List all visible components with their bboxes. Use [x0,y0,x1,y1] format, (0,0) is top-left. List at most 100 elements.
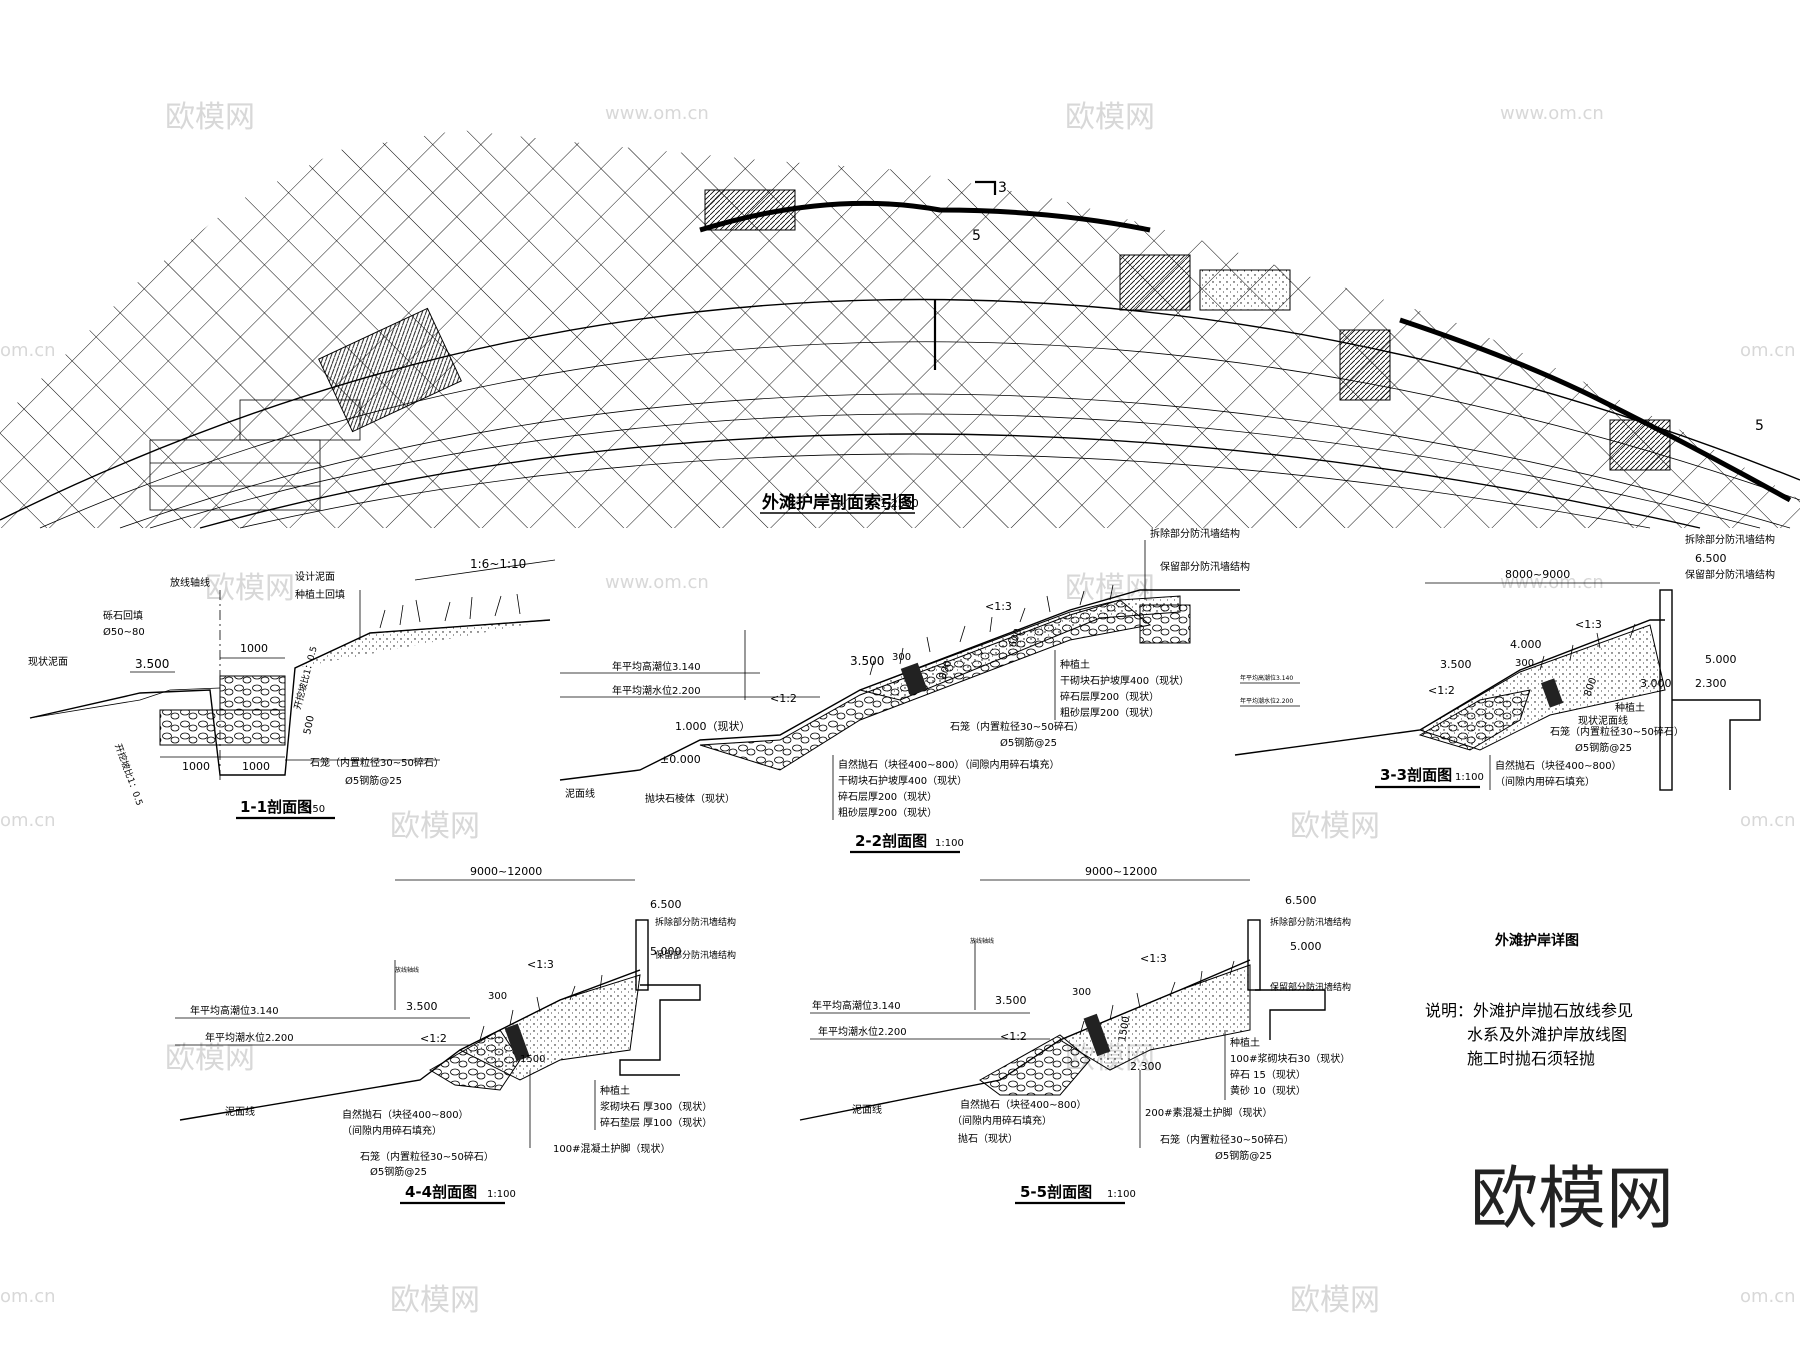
s1-dim-b1: 1000 [182,760,210,773]
svg-text:5: 5 [972,228,981,244]
watermark-layer: 欧模网 www.om.cn 欧模网 www.om.cn om.cn om.cn … [0,100,1796,1318]
watermark-brand: 欧模网 [390,1283,480,1318]
s4-wall [635,919,649,991]
plan-plaza [1199,269,1291,311]
s2-elev-10: 1.000（现状） [675,719,751,733]
s5-mw: 年平均潮水位2.200 [818,1025,907,1038]
s5-slope13: <1:3 [1140,952,1167,965]
s1-label-axis: 放线轴线 [170,576,210,589]
watermark-brand: 欧模网 [1290,809,1380,844]
s1-elev: 3.500 [135,657,169,671]
s5-scale: 1:100 [1107,1189,1136,1200]
s5-grass [1079,960,1235,1036]
s3-wire-label: Ø5钢筋@25 [1575,741,1632,754]
s4-gabion [504,1023,530,1062]
s3-wall [1659,589,1673,791]
s5-elev35: 3.500 [995,994,1027,1007]
s4-mortar: 浆砌块石 厚300（现状） [600,1100,712,1113]
s2-retain-wall [1139,604,1191,644]
s5-width: 9000~12000 [1085,865,1157,878]
s3-grass [1539,623,1636,671]
notes-line-3: 施工时抛石须轻抛 [1467,1049,1595,1068]
s5-wall [1247,919,1261,991]
s1-label-design-mud: 设计泥面 [295,570,335,583]
s1-existing-mud [29,687,221,719]
watermark-brand: 欧模网 [1290,1283,1380,1318]
plan-road-edge [199,433,1701,529]
watermark-url: om.cn [0,810,56,831]
s5-elev23: 2.300 [1130,1060,1162,1073]
plan-road-line [119,393,1791,529]
s2-grass [869,584,1114,676]
section-1-1: 放线轴线 设计泥面 种植土回填 砾石回填 Ø50~80 现状泥面 3.500 1… [28,557,556,820]
s4-riprap-label: 自然抛石（块径400~800） [342,1108,469,1121]
watermark-url: www.om.cn [1500,572,1604,593]
s5-axis-label: 放线轴线 [970,937,994,945]
s3-scale: 1:100 [1455,772,1484,783]
s2-riprap-label: 自然抛石（块径400~800）（间隙内用碎石填充） [838,758,1060,771]
s1-slope: 1:6~1:10 [470,557,526,571]
s4-grass [479,974,603,1041]
s2-mud-line: 泥面线 [565,787,595,800]
watermark-url: www.om.cn [1500,103,1604,124]
s2-gravel: 碎石层厚200（现状） [1060,690,1159,703]
s5-hw: 年平均高潮位3.140 [812,999,901,1012]
s2-slope13: <1:3 [985,600,1012,613]
s3-elev40: 4.000 [1510,638,1542,651]
s2-toe: 抛块石棱体（现状） [645,792,735,805]
notes-line-1: 说明：外滩护岸抛石放线参见 [1425,1001,1633,1020]
s5-retain-wall: 保留部分防汛墙结构 [1270,981,1351,993]
s5-mortar: 100#浆砌块石30（现状） [1230,1052,1350,1065]
s2-dim300: 300 [892,652,911,663]
s5-gravel: 碎石 15（现状） [1230,1068,1306,1081]
s2-gravel2: 碎石层厚200（现状） [838,790,937,803]
s4-riprap-label2: （间隙内用碎石填充） [342,1124,442,1137]
s3-elev30: 3.000 [1640,677,1672,690]
s4-elev50: 5.000 [650,945,682,958]
watermark-brand: 欧模网 [165,1041,255,1076]
plan-section-marker: 5 [933,228,981,370]
plan-building [1609,419,1671,471]
s3-gabion-label: 石笼（内置粒径30~50碎石） [1550,725,1684,738]
s2-dry-stone2: 干砌块石护坡厚400（现状） [838,774,967,787]
plan-parking [149,399,361,511]
s2-wire-label: Ø5钢筋@25 [1000,736,1057,749]
s4-scale: 1:100 [487,1189,516,1200]
logo-watermark: 欧模网 [1470,1160,1674,1239]
s5-gabion-label: 石笼（内置粒径30~50碎石） [1160,1133,1294,1146]
s4-gabion-label: 石笼（内置粒径30~50碎石） [360,1150,494,1163]
s1-dim-b2: 1000 [242,760,270,773]
s3-elev23: 2.300 [1695,677,1727,690]
s5-slope12: <1:2 [1000,1030,1027,1043]
plan-scale: 1:2500 [880,497,919,510]
s4-elev65: 6.500 [650,898,682,911]
s1-label-rubble: 砾石回填 [103,609,143,622]
watermark-url: om.cn [1740,340,1796,361]
s2-mw: 年平均潮水位2.200 [612,684,701,697]
s2-title: 2-2剖面图 [855,832,927,850]
s1-wire-label: Ø5钢筋@25 [345,774,402,787]
s1-label-planting: 种植土回填 [295,588,345,601]
s5-remove-wall: 拆除部分防汛墙结构 [1270,916,1351,928]
s3-elev35: 3.500 [1440,658,1472,671]
s5-stone: 抛石（现状） [958,1132,1018,1145]
s5-elev65: 6.500 [1285,894,1317,907]
s4-slope13: <1:3 [527,958,554,971]
s1-gabion [159,709,286,746]
plan-building [1119,254,1191,311]
s3-mw: 年平均潮水位2.200 [1240,697,1293,705]
watermark-brand: 欧模网 [390,809,480,844]
s2-gabion-label: 石笼（内置粒径30~50碎石） [950,720,1084,733]
plan-view: 3 5 5 外滩护岸剖面索引图 1:2500 [0,130,1800,529]
s4-slope12: <1:2 [420,1032,447,1045]
section-2-2: 年平均高潮位3.140 年平均潮水位2.200 3.500 1.000（现状） … [559,527,1250,854]
s4-remove-wall: 拆除部分防汛墙结构 [655,916,736,928]
s3-profile [1234,619,1665,756]
watermark-brand: 欧模网 [165,100,255,135]
s4-axis-label: 放线轴线 [395,966,419,974]
s2-remove-wall: 拆除部分防汛墙结构 [1150,527,1240,540]
s2-planting [858,595,1181,701]
svg-text:5: 5 [1755,418,1764,434]
plan-grid-hatch [0,130,1800,528]
